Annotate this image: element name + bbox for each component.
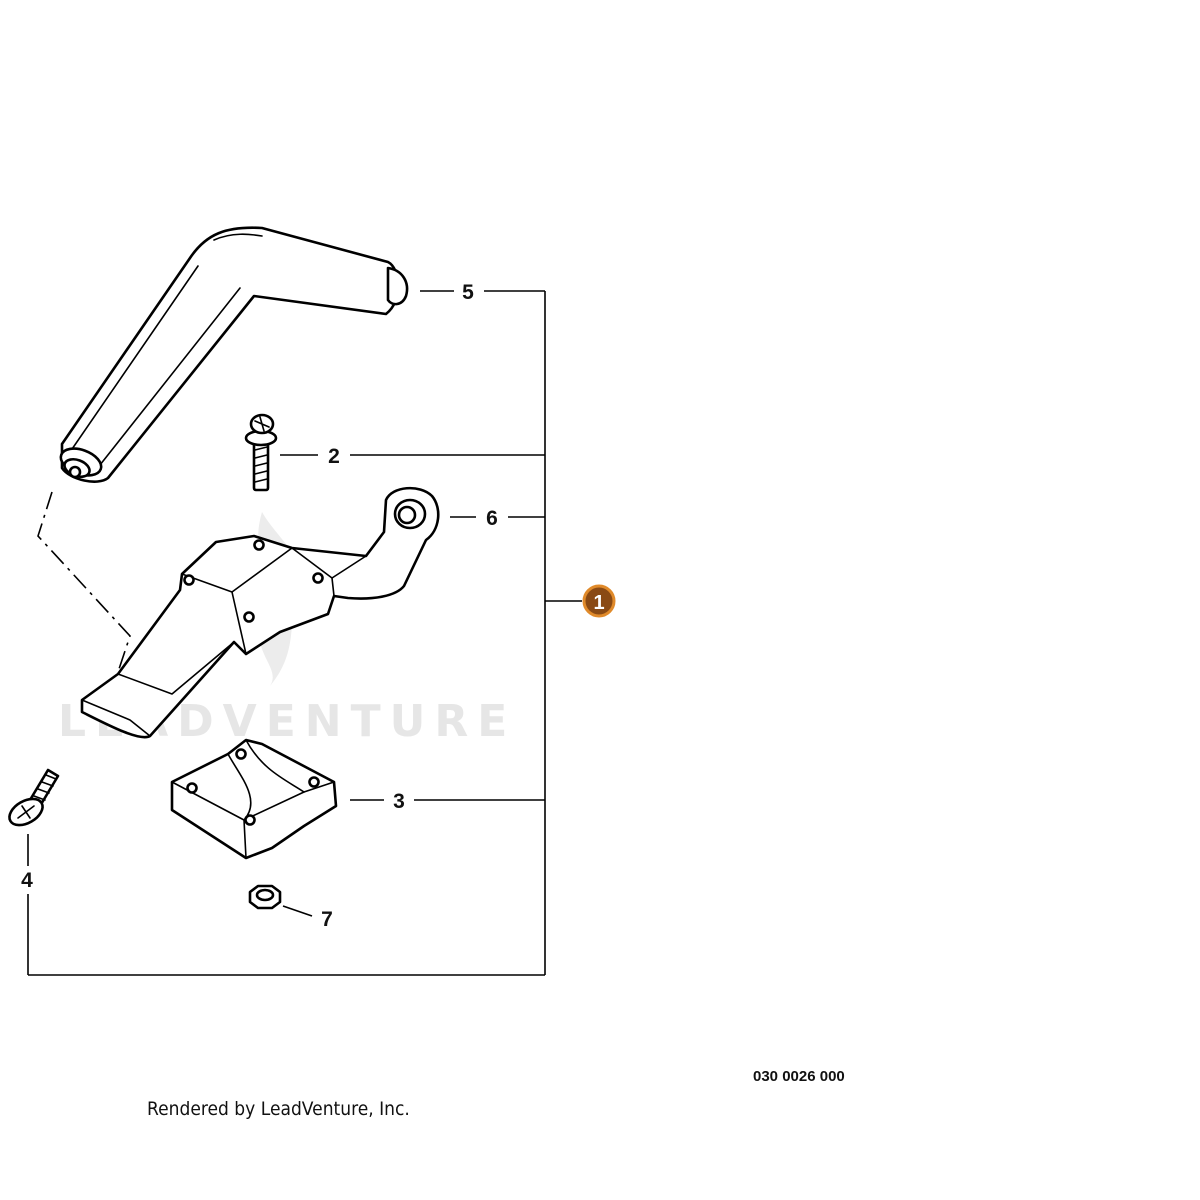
callout-7[interactable]: 7	[321, 908, 333, 931]
render-credit: Rendered by LeadVenture, Inc.	[147, 1098, 410, 1120]
callout-3[interactable]: 3	[393, 790, 405, 813]
leader-lines	[27, 290, 582, 976]
diagram-part-number: 030 0026 000	[753, 1068, 845, 1085]
grip-handle-part	[59, 226, 409, 483]
callouts: 5 2 6 3 4 7	[21, 281, 498, 931]
assembly-callout-number: 1	[593, 592, 604, 614]
clamp-lower-part	[170, 738, 338, 860]
hex-nut-part	[248, 884, 282, 910]
assembly-callout-badge[interactable]: 1	[582, 584, 616, 618]
alignment-line	[37, 491, 131, 673]
callout-5[interactable]: 5	[462, 281, 474, 304]
handle-bracket-part	[80, 486, 440, 739]
screw-part-4	[8, 768, 60, 827]
callout-6[interactable]: 6	[486, 507, 498, 530]
screw-part-2	[244, 413, 278, 492]
callout-2[interactable]: 2	[328, 445, 340, 468]
callout-4[interactable]: 4	[21, 869, 33, 892]
